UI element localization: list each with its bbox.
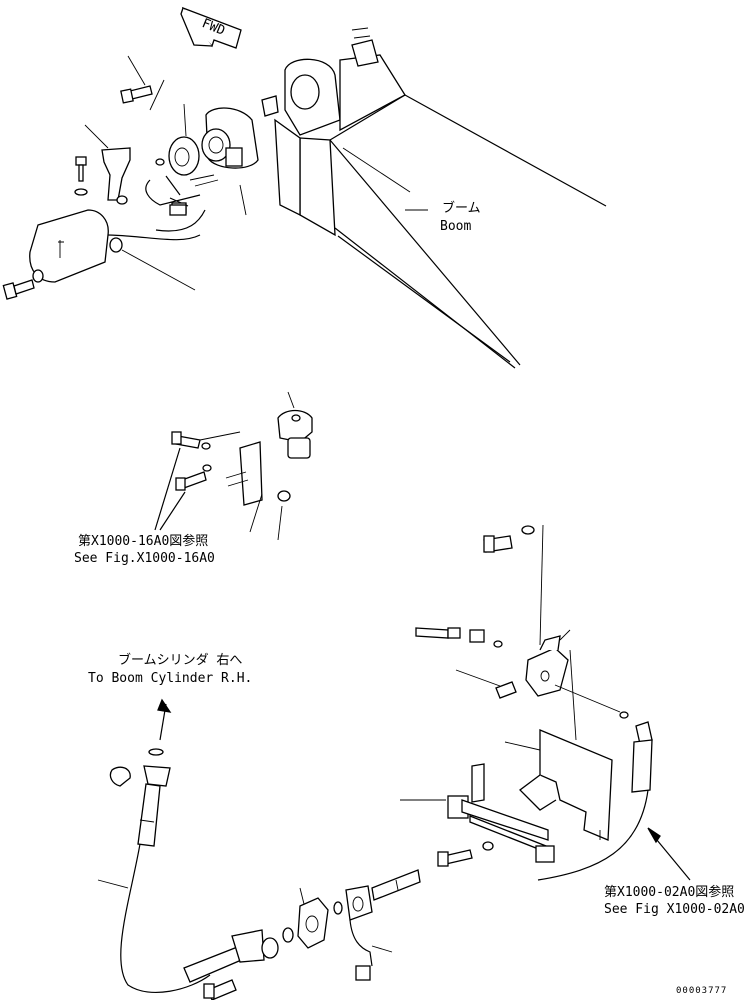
ref-02a0-en: See Fig X1000-02A0 — [604, 902, 745, 917]
lever-linkage — [400, 763, 649, 881]
flange-pipe — [297, 869, 421, 981]
ref-16a0-jp: 第X1000-16A0図参照 — [78, 533, 208, 549]
lower-bolt — [2, 269, 44, 300]
filter-assembly — [199, 391, 313, 541]
clamp-bracket — [84, 124, 131, 205]
support-bracket — [504, 729, 613, 841]
horn-housing — [201, 107, 259, 216]
lamp-cover — [29, 209, 201, 291]
vertical-bolt — [74, 156, 88, 196]
boom-label-en: Boom — [440, 219, 471, 234]
upper-bolt — [120, 55, 165, 166]
ref-02a0-jp: 第X1000-02A0図参照 — [604, 884, 734, 900]
valve-assembly — [415, 524, 653, 793]
drawing-number: 00003777 — [676, 986, 727, 996]
boom-assembly — [261, 27, 607, 369]
hose-assembly — [97, 698, 294, 1000]
mounting-bolts — [154, 431, 212, 531]
boom-cylinder-jp: ブームシリンダ 右へ — [118, 652, 242, 668]
connector-wire — [145, 174, 219, 232]
ref-16a0-en: See Fig.X1000-16A0 — [74, 551, 215, 566]
fwd-arrow: FWD — [180, 6, 242, 49]
boom-cylinder-en: To Boom Cylinder R.H. — [88, 671, 252, 686]
boom-label-jp: ブーム — [442, 200, 481, 216]
